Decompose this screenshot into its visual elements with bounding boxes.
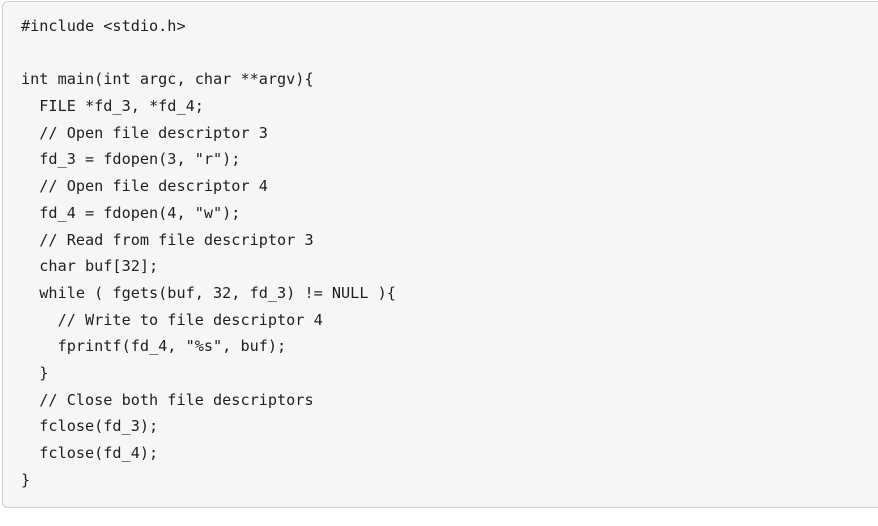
code-line: } — [21, 470, 31, 489]
code-line: // Write to file descriptor 4 — [21, 310, 323, 329]
code-line: // Open file descriptor 3 — [21, 123, 268, 142]
code-block: #include <stdio.h> int main(int argc, cha… — [2, 1, 878, 508]
code-line: int main(int argc, char **argv){ — [21, 70, 314, 89]
code-line: fd_4 = fdopen(4, "w"); — [21, 203, 241, 222]
code-content: #include <stdio.h> int main(int argc, cha… — [3, 2, 878, 493]
code-line: // Open file descriptor 4 — [21, 177, 268, 196]
code-line: char buf[32]; — [21, 257, 159, 276]
code-line: #include <stdio.h> — [21, 17, 186, 35]
code-line: fclose(fd_3); — [21, 417, 159, 436]
code-line: // Read from file descriptor 3 — [21, 230, 314, 249]
code-line — [21, 40, 878, 67]
code-line: fd_3 = fdopen(3, "r"); — [21, 150, 241, 169]
code-line: FILE *fd_3, *fd_4; — [21, 97, 204, 116]
code-line: fprintf(fd_4, "%s", buf); — [21, 337, 287, 356]
code-line: } — [21, 363, 49, 382]
code-line: // Close both file descriptors — [21, 390, 314, 409]
code-line: fclose(fd_4); — [21, 444, 159, 462]
code-line: while ( fgets(buf, 32, fd_3) != NULL ){ — [21, 283, 396, 302]
